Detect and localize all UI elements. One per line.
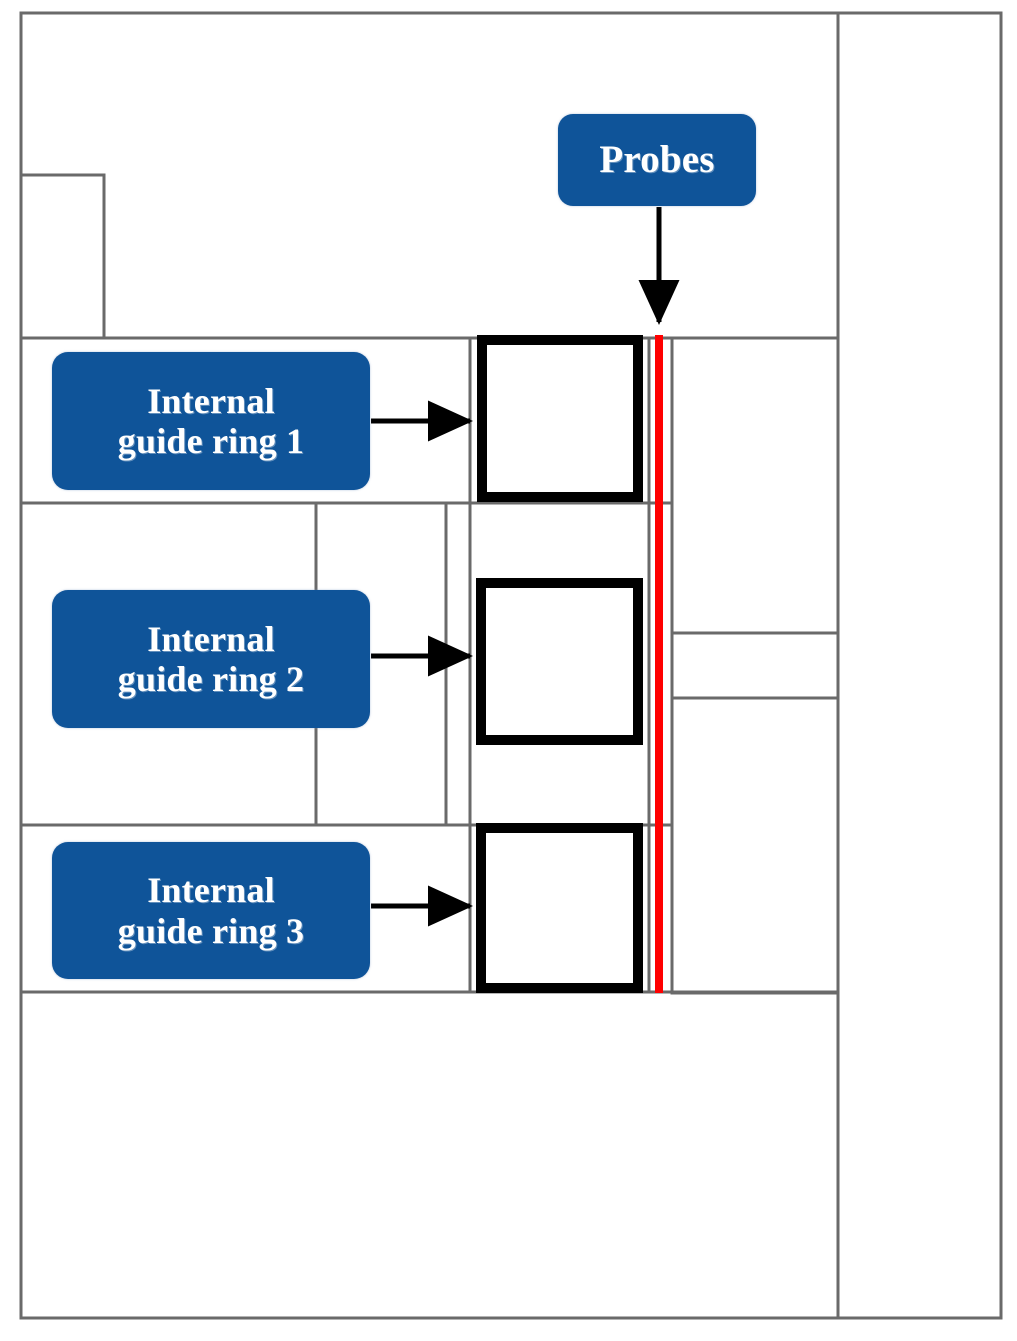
inner-channel-outline — [670, 336, 840, 995]
internal-guide-ring-squares — [476, 335, 643, 993]
upper-left-step-outline — [21, 173, 106, 338]
callout-ring-3-line-1: Internal — [147, 870, 275, 911]
callout-internal-guide-ring-2[interactable]: Internal guide ring 2 — [52, 590, 370, 728]
callout-ring-2-line-1: Internal — [147, 618, 275, 659]
probe-line — [655, 335, 663, 993]
guide-ring-square-1 — [477, 335, 643, 502]
callout-ring-1-line-2: guide ring 1 — [117, 421, 305, 461]
callout-ring-1-line-1: Internal — [147, 380, 275, 421]
outer-frame-outline — [19, 11, 1003, 1320]
callout-internal-guide-ring-3[interactable]: Internal guide ring 3 — [52, 842, 370, 979]
callout-ring-3-line-2: guide ring 3 — [117, 910, 305, 951]
guide-ring-square-3 — [476, 823, 643, 993]
callout-probes-line-1: Probes — [599, 138, 715, 182]
drawing-linework — [19, 11, 1003, 1320]
guide-ring-square-2 — [476, 578, 643, 745]
leader-arrows — [371, 207, 680, 927]
callout-probes[interactable]: Probes — [558, 114, 756, 206]
callout-ring-2-line-2: guide ring 2 — [117, 659, 305, 699]
callout-internal-guide-ring-1[interactable]: Internal guide ring 1 — [52, 352, 370, 490]
